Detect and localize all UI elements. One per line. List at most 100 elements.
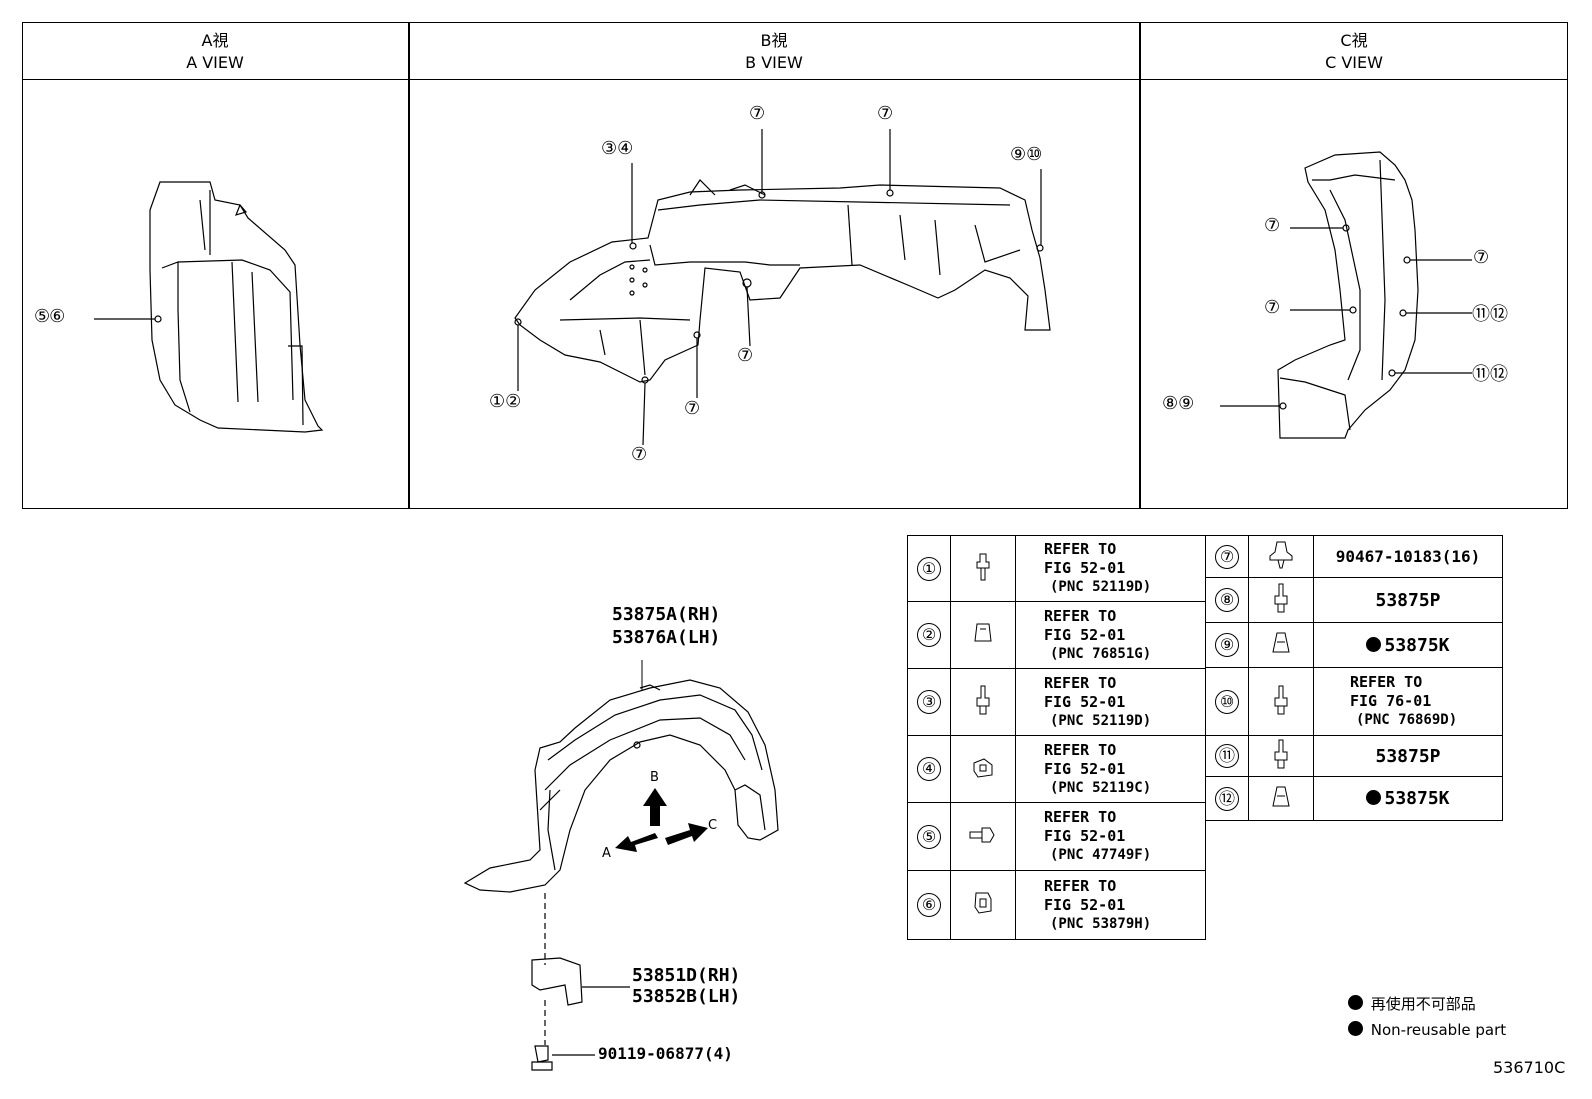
grommet-icon — [950, 802, 1016, 871]
panel-divider-1 — [408, 22, 410, 509]
part-bracket-rh: 53851D(RH) — [632, 965, 741, 986]
pnc-line: (PNC 52119D) — [1050, 712, 1152, 729]
row-num-circle: ④ — [917, 757, 941, 781]
pnc-line: (PNC 76851G) — [1050, 645, 1152, 662]
callout-3-4: ③④ — [601, 138, 634, 159]
callout-c-11-12-a: ⑪⑫ — [1472, 304, 1508, 325]
screw-icon — [1248, 735, 1314, 777]
c-view-label: C VIEW — [1325, 53, 1383, 72]
arrow-label-b: B — [650, 770, 659, 785]
row-num-circle: ⑤ — [917, 824, 941, 849]
row-num: ⑫ — [1205, 776, 1249, 821]
part-number-cell: 90467-10183(16) — [1313, 535, 1503, 578]
callout-c-7-b: ⑦ — [1264, 297, 1281, 318]
fig-line: FIG 52-01 — [1044, 625, 1126, 644]
legend-jp: 再使用不可部品 — [1370, 995, 1476, 1013]
leader-lines-top — [94, 129, 1472, 446]
part-liner-lh: 53876A(LH) — [612, 627, 721, 648]
b-view-header: B視 B VIEW — [409, 22, 1139, 80]
table-row: ⑪ 53875P — [1205, 735, 1503, 777]
figure-id: 536710C — [1493, 1058, 1566, 1077]
table-row: ⑧ 53875P — [1205, 577, 1503, 623]
callout-c-7-c: ⑦ — [1473, 247, 1490, 268]
refer-line: REFER TO — [1350, 673, 1423, 691]
fig-line: FIG 52-01 — [1044, 759, 1126, 778]
non-reusable-dot-icon — [1348, 1021, 1363, 1036]
screw-icon — [1248, 577, 1314, 623]
row-num-circle: ⑦ — [1215, 544, 1239, 569]
callout-1-2: ①② — [489, 391, 522, 412]
row-num: ⑧ — [1205, 577, 1249, 623]
fig-line: FIG 52-01 — [1044, 827, 1126, 845]
part-number-cell: 53875P — [1313, 735, 1503, 777]
callout-7-bottom: ⑦ — [631, 444, 648, 465]
callout-c-7-a: ⑦ — [1264, 215, 1281, 236]
b-view-label: B VIEW — [745, 53, 803, 72]
clip-icon — [950, 601, 1016, 669]
row-num: ⑩ — [1205, 667, 1249, 736]
refer-line: REFER TO — [1044, 876, 1117, 895]
fig-line: FIG 76-01 — [1350, 692, 1432, 710]
legend: 再使用不可部品 Non-reusable part — [1348, 991, 1506, 1043]
screw-icon — [950, 668, 1016, 736]
row-num: ① — [907, 535, 951, 602]
c-view-part-drawing — [1277, 151, 1419, 439]
arrow-b — [643, 788, 667, 826]
pnc-line: (PNC 53879H) — [1050, 915, 1152, 932]
pnc-line: (PNC 76869D) — [1356, 712, 1458, 728]
callout-c-11-12-b: ⑪⑫ — [1472, 364, 1508, 385]
fig-line: FIG 52-01 — [1044, 895, 1126, 914]
part-number: 53875K — [1384, 788, 1450, 809]
row-num-circle: ② — [917, 623, 941, 647]
arrow-label-c: C — [708, 818, 718, 833]
a-view-kanji: A視 — [201, 31, 229, 50]
refer-line: REFER TO — [1044, 740, 1117, 759]
callout-7-mid: ⑦ — [737, 345, 754, 366]
table-row: ⑨ 53875K — [1205, 622, 1503, 668]
view-panels — [22, 22, 1568, 509]
callout-5-6: ⑤⑥ — [34, 306, 65, 327]
callout-7-top-left: ⑦ — [749, 103, 766, 124]
c-view-header: C視 C VIEW — [1140, 22, 1568, 80]
row-num-circle: ⑥ — [917, 893, 941, 917]
refer-line: REFER TO — [1044, 808, 1117, 826]
callout-c-8-9: ⑧⑨ — [1162, 393, 1195, 414]
row-num-circle: ③ — [917, 690, 941, 714]
row-num: ④ — [907, 735, 951, 803]
row-num-circle: ⑧ — [1215, 588, 1239, 612]
retainer-icon — [950, 870, 1016, 940]
b-view-part-drawing — [514, 179, 1051, 384]
screw-icon — [950, 535, 1016, 602]
pnc-line: (PNC 47749F) — [1050, 847, 1152, 863]
pnc-line: (PNC 52119D) — [1050, 579, 1152, 595]
b-view-kanji: B視 — [760, 31, 788, 50]
row-num-circle: ⑪ — [1215, 744, 1239, 768]
row-num-circle: ① — [917, 556, 941, 581]
nut-clip-icon — [950, 735, 1016, 803]
arrow-a — [615, 833, 658, 852]
arrow-c — [665, 823, 708, 845]
callout-7-lower: ⑦ — [684, 398, 701, 419]
row-num-circle: ⑨ — [1215, 633, 1239, 657]
row-num: ③ — [907, 668, 951, 736]
panel-divider-2 — [1139, 22, 1141, 509]
row-num: ② — [907, 601, 951, 669]
part-bolt: 90119-06877(4) — [598, 1044, 733, 1063]
legend-en-row: Non-reusable part — [1348, 1017, 1506, 1043]
a-view-part-drawing — [149, 181, 324, 433]
a-view-header: A視 A VIEW — [22, 22, 408, 80]
